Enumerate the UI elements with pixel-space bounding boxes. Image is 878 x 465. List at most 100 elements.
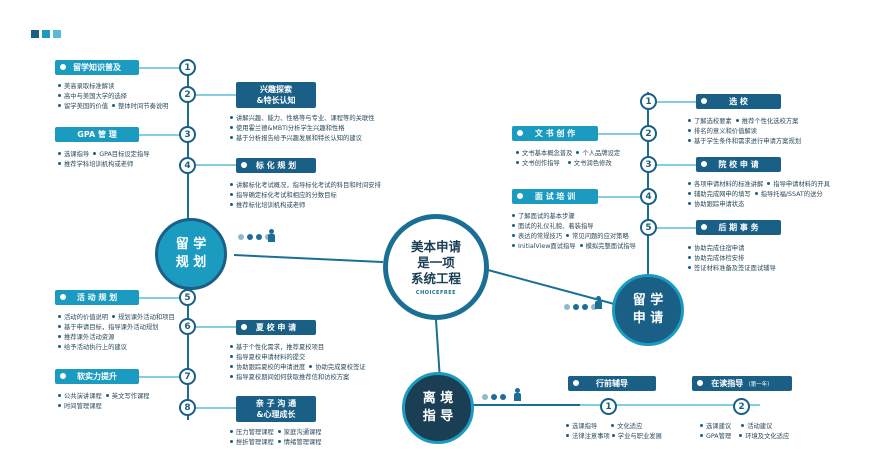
list-item: 法律注意事项 <box>572 433 610 440</box>
list-item: 选课指导 <box>572 423 598 430</box>
plan-s4-title: 标 化 规 划 <box>236 158 316 173</box>
list-item: InitialView面试指导 <box>518 243 576 250</box>
bulb-icon <box>60 64 66 70</box>
depart-s1-title: 行前辅导 <box>568 376 656 391</box>
plan-s6-items: 基于个性化需求，推荐夏校项目 指导夏校申请材料的提交 协助跟踪夏校的申请进度 协… <box>230 343 366 383</box>
apply-hub-circle: 留 学 申 请 <box>612 274 684 346</box>
apply-s2-number: 2 <box>640 125 657 142</box>
list-item: 学业与职业发展 <box>617 433 662 440</box>
header-square-2 <box>42 30 50 38</box>
plan-hub-circle: 留 学 规 划 <box>155 218 227 290</box>
plan-s6-number: 6 <box>179 318 196 335</box>
list-item: 协助完成住宿申请 <box>694 245 745 252</box>
list-item: 面试的礼仪礼貌、着装指导 <box>518 223 594 230</box>
plan-s3-title: GPA 管 理 <box>55 127 139 142</box>
plan-s4-items: 讲解标化考试概况，指导标化考试的科目和时间安排 指导确定标化考试和相应的分数目标… <box>230 181 381 211</box>
list-item: 协助完成体检安排 <box>694 255 745 262</box>
list-item: 家庭沟通课程 <box>283 429 322 436</box>
list-item: 选课指导 <box>64 151 90 158</box>
list-item: 基于分析报告给予兴趣发展和特长认知的建议 <box>236 135 362 142</box>
list-item: 文书基本概念普及 <box>522 150 573 157</box>
list-item: 协助跟踪申请状态 <box>694 201 745 208</box>
list-item: 指导申请材料的开具 <box>773 181 830 188</box>
hash-icon <box>573 380 579 386</box>
list-item: 基于学生条件和需求进行申请方案规划 <box>694 138 802 145</box>
list-item: 活动的价值说明 <box>64 314 109 321</box>
list-item: 指导夏校申请材料的提交 <box>236 354 306 361</box>
apply-s5-items: 协助完成住宿申请 协助完成体检安排 签证材料准备及签证面试辅导 <box>688 244 776 274</box>
plan-s5-number: 5 <box>179 289 196 306</box>
list-item: 文化适应 <box>617 423 643 430</box>
bulb-icon <box>517 193 523 199</box>
depart-dots-decoration <box>482 394 506 400</box>
plan-s7-number: 7 <box>179 368 196 385</box>
plan-s8-number: 8 <box>179 399 196 416</box>
list-item: GPA目标设定指导 <box>99 151 150 158</box>
plan-s1-number: 1 <box>179 59 196 76</box>
bulb-icon <box>60 294 66 300</box>
list-item: 了解选校要素 <box>694 118 732 125</box>
list-item: 公共演讲课程 <box>64 393 102 400</box>
list-item: 挫折管理课程 <box>236 439 274 446</box>
list-item: 使用霍兰德&MBTI分析学生兴趣和性格 <box>236 125 345 132</box>
apply-s5-title: 后 期 事 务 <box>696 220 781 235</box>
list-item: 表达的常规技巧 <box>518 233 563 240</box>
list-item: GPA管理 <box>706 433 732 440</box>
list-item: 基于个性化需求，推荐夏校项目 <box>236 344 325 351</box>
apply-s3-items: 各项申请材料的标准讲解 指导申请材料的开具 辅助完成网申的填写 指导托福/SSA… <box>688 180 830 210</box>
plan-s3-number: 3 <box>179 126 196 143</box>
plan-s2-items: 讲解兴趣、能力、性格等与专业、课程等的关联性 使用霍兰德&MBTI分析学生兴趣和… <box>230 114 375 144</box>
list-item: 文书创作指导 <box>522 160 560 167</box>
apply-s3-title: 院 校 申 请 <box>696 157 781 172</box>
apply-s4-title: 面 试 培 训 <box>512 189 598 204</box>
apply-s5-number: 5 <box>640 219 657 236</box>
list-item: 文书润色修改 <box>573 160 612 167</box>
list-item: 讲解标化考试概况，指导标化考试的科目和时间安排 <box>236 182 381 189</box>
bulb-icon <box>60 373 66 379</box>
list-item: 环境及文化适应 <box>745 433 790 440</box>
center-title-line2: 是一项 <box>417 254 455 270</box>
list-item: 情绪管理课程 <box>283 439 322 446</box>
depart-s2-number: 2 <box>733 398 750 415</box>
person-icon <box>512 388 524 402</box>
bulb-icon <box>517 130 523 136</box>
list-item: 时间管理课程 <box>64 403 102 410</box>
plan-s7-title: 软实力提升 <box>55 369 139 384</box>
plan-s1-items: 美高录取标准解读 高中与美国大学的选择 留学美国的价值 整体时间节奏说明 <box>58 82 168 112</box>
center-title-line3: 系统工程 <box>410 270 461 286</box>
header-square-1 <box>31 30 39 38</box>
plan-s3-items: 选课指导 GPA目标设定指导 推荐学科培训机构或老师 <box>58 150 150 170</box>
plan-s2-number: 2 <box>179 86 196 103</box>
plan-s5-title: 活 动 规 划 <box>55 290 139 305</box>
list-item: 基于申请目标，指导课外活动规划 <box>64 324 159 331</box>
list-item: 个人品牌设定 <box>582 150 621 157</box>
list-item: 高中与美国大学的选择 <box>64 93 127 100</box>
list-item: 协助完成夏校签证 <box>315 364 366 371</box>
apply-dots-decoration <box>564 304 597 310</box>
depart-s2-title: 在读指导（第一年） <box>692 376 792 391</box>
list-item: 推荐个性化选校方案 <box>741 118 799 125</box>
bulb-icon <box>701 224 707 230</box>
plan-s4-number: 4 <box>179 157 196 174</box>
plan-s8-title: 亲 子 沟 通&心理成长 <box>236 396 316 422</box>
list-item: 压力管理课程 <box>236 429 274 436</box>
list-item: 规划课外活动和项目 <box>118 314 175 321</box>
list-item: 整体时间节奏说明 <box>118 103 169 110</box>
list-item: 指导夏校期间如何获取推荐信和访校方案 <box>236 374 350 381</box>
plan-s2-title: 兴趣探索&特长认知 <box>236 82 316 108</box>
apply-s1-items: 了解选校要素 推荐个性化选校方案 排名的意义和价值解读 基于学生条件和需求进行申… <box>688 117 801 147</box>
depart-hub-circle: 离 境 指 导 <box>402 372 474 444</box>
list-item: 各项申请材料的标准讲解 <box>694 181 764 188</box>
list-item: 推荐课外活动资源 <box>64 334 115 341</box>
list-item: 签证材料准备及签证面试辅导 <box>694 265 776 272</box>
apply-s1-number: 1 <box>640 93 657 110</box>
list-item: 给予活动执行上的建议 <box>64 344 127 351</box>
person-icon <box>593 296 605 310</box>
list-item: 排名的意义和价值解读 <box>694 128 757 135</box>
list-item: 模拟完整面试指导 <box>585 243 636 250</box>
plan-s1-title: 留学知识普及 <box>55 60 139 75</box>
hash-icon <box>697 380 703 386</box>
apply-s2-title: 文 书 创 作 <box>512 126 598 141</box>
list-item: 英文写作课程 <box>111 393 150 400</box>
bulb-icon <box>241 162 247 168</box>
